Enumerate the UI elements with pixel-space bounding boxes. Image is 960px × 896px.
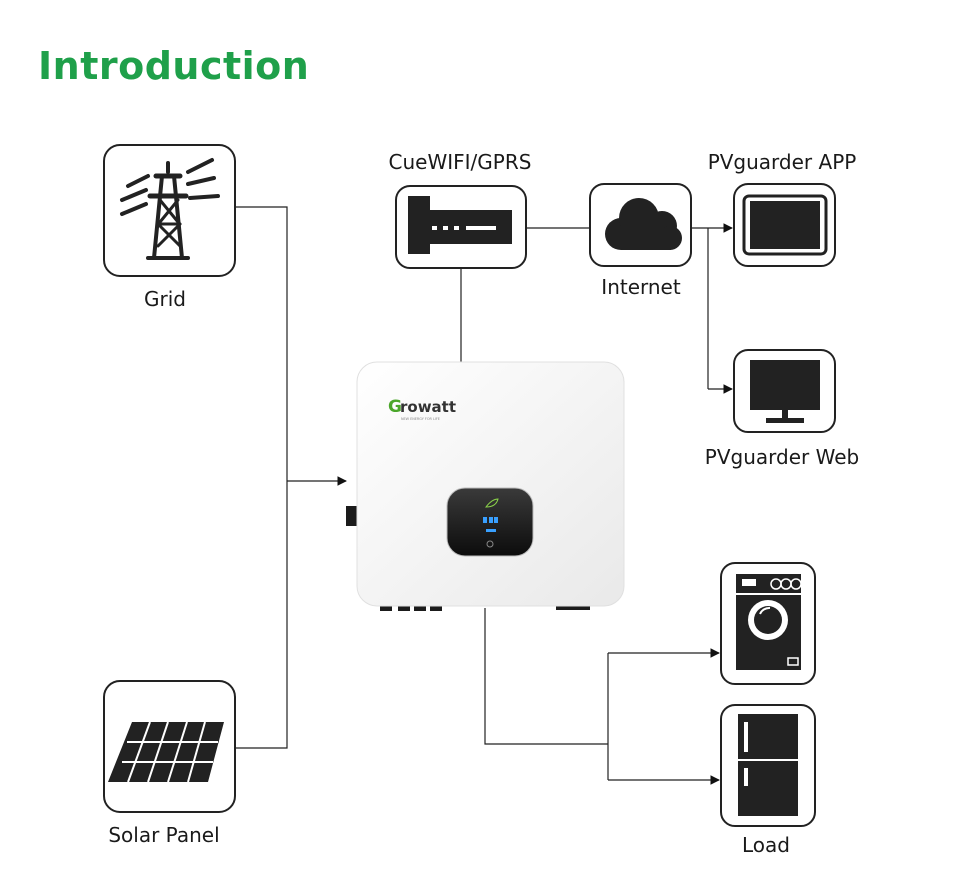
cloud-icon xyxy=(605,198,682,250)
internet-node xyxy=(589,183,692,267)
web-node xyxy=(733,349,836,433)
wifi-node xyxy=(395,185,527,269)
web-label: PVguarder Web xyxy=(704,445,860,469)
transmission-tower-icon xyxy=(120,158,220,260)
wifi-dongle-icon xyxy=(408,196,512,254)
app-label: PVguarder APP xyxy=(707,150,857,174)
grid-label: Grid xyxy=(144,287,186,311)
internet-label: Internet xyxy=(601,275,681,299)
connector-lines xyxy=(236,206,733,785)
brand-sub: NEW ENERGY FOR LIFE xyxy=(401,417,440,421)
inverter-display xyxy=(446,487,534,557)
solar-panel-label: Solar Panel xyxy=(108,823,220,847)
solar-panel-icon xyxy=(108,721,224,783)
inverter-device: G rowatt NEW ENERGY FOR LIFE xyxy=(346,361,625,611)
wifi-label: CueWIFI/GPRS xyxy=(388,150,532,174)
growatt-logo: G rowatt NEW ENERGY FOR LIFE xyxy=(388,397,456,421)
grid-node xyxy=(103,144,236,277)
load-washer-node xyxy=(720,562,816,685)
tablet-icon xyxy=(742,194,828,256)
load-fridge-node xyxy=(720,704,816,827)
svg-text:G: G xyxy=(388,397,402,417)
page-title: Introduction xyxy=(38,44,310,88)
monitor-icon xyxy=(750,360,820,423)
solar-node xyxy=(103,680,236,813)
load-label: Load xyxy=(742,833,790,857)
washing-machine-icon xyxy=(736,574,802,670)
app-node xyxy=(733,183,836,267)
refrigerator-icon xyxy=(738,714,798,816)
brand-name: rowatt xyxy=(400,398,456,416)
inverter-load-connector xyxy=(484,608,608,745)
grid-connector xyxy=(236,206,288,749)
